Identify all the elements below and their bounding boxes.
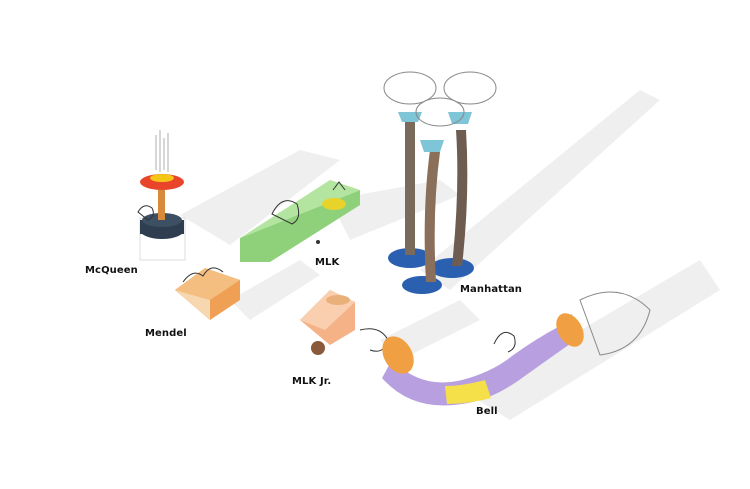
label-manhattan: Manhattan [460, 284, 523, 295]
label-mendel: Mendel [145, 328, 187, 339]
label-mlk: MLK [315, 257, 340, 268]
label-bell: Bell [476, 406, 498, 417]
manhattan-structure [383, 71, 497, 294]
mendel-structure [175, 267, 240, 320]
label-mcqueen: McQueen [85, 265, 138, 276]
label-mlk-jr: MLK Jr. [292, 376, 332, 387]
mcqueen-structure [137, 130, 186, 261]
mlk-structure [240, 180, 360, 262]
mlk-jr-structure [300, 290, 389, 355]
bell-structure [382, 291, 651, 406]
